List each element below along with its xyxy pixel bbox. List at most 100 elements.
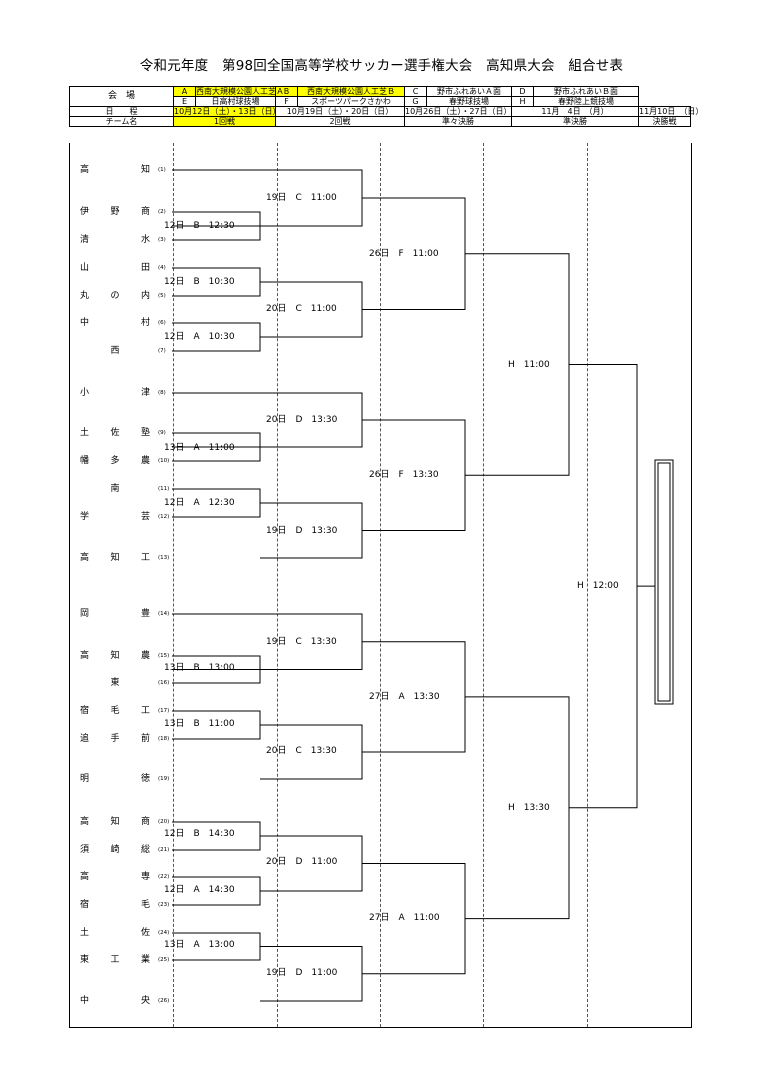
team-name-char: 宿 bbox=[80, 706, 90, 716]
team-number: (25) bbox=[158, 957, 170, 963]
divider-qf bbox=[380, 143, 381, 1027]
team-name-char: 毛 bbox=[140, 900, 150, 910]
match-label-sf: H 13:30 bbox=[508, 803, 550, 813]
sf-bracket bbox=[465, 253, 570, 476]
final-bracket bbox=[569, 364, 638, 809]
team-name-char: 村 bbox=[140, 318, 150, 328]
r2-bracket bbox=[260, 835, 363, 892]
team-name-char: 南 bbox=[110, 484, 120, 494]
team-name: 中央 bbox=[80, 995, 150, 1007]
team-name-char: 専 bbox=[140, 872, 150, 882]
team-name: 土佐塾 bbox=[80, 427, 150, 439]
team-name-char: 徳 bbox=[140, 774, 150, 784]
team-name: 宿毛工 bbox=[80, 705, 150, 717]
team-number: (14) bbox=[158, 611, 170, 617]
page-title: 令和元年度 第98回全国高等学校サッカー選手権大会 高知県大会 組合せ表 bbox=[139, 58, 624, 74]
r2-bracket bbox=[172, 169, 363, 227]
match-label-r2: 20日 C 13:30 bbox=[266, 746, 337, 756]
team-name-char: 小 bbox=[80, 388, 90, 398]
team-name: 丸の内 bbox=[80, 290, 150, 302]
team-name-char: 土 bbox=[80, 428, 90, 438]
team-name: 清水 bbox=[80, 234, 150, 246]
team-number: (5) bbox=[158, 293, 166, 299]
team-name-char: 東 bbox=[80, 955, 90, 965]
team-name: 宿毛 bbox=[80, 899, 150, 911]
r1-bracket bbox=[172, 710, 261, 740]
r1-bracket bbox=[172, 267, 261, 297]
match-label-r1: 13日 A 11:00 bbox=[164, 443, 235, 453]
team-number: (23) bbox=[158, 902, 170, 908]
team-name-char: 豊 bbox=[140, 609, 150, 619]
team-name-char: 工 bbox=[140, 706, 150, 716]
match-label-qf: 26日 F 11:00 bbox=[369, 249, 439, 259]
match-label-r1: 13日 B 11:00 bbox=[164, 719, 235, 729]
team-name: 伊野商 bbox=[80, 206, 150, 218]
team-name-char: 高 bbox=[80, 651, 90, 661]
team-name-char: 知 bbox=[110, 553, 120, 563]
team-name-char: 高 bbox=[80, 817, 90, 827]
team-name-char: 佐 bbox=[110, 428, 120, 438]
team-number: (26) bbox=[158, 998, 170, 1004]
match-label-r1: 13日 B 13:00 bbox=[164, 663, 235, 673]
team-name-char: 中 bbox=[80, 996, 90, 1006]
header-table: 会 場 A 西南大規模公園人工芝Ａ B 西南大規模公園人工芝Ｂ C 野市ふれあい… bbox=[69, 86, 703, 127]
sf-bracket bbox=[465, 696, 570, 920]
team-number: (6) bbox=[158, 320, 166, 326]
team-name: 東 bbox=[80, 677, 150, 689]
r2-bracket bbox=[260, 502, 363, 559]
team-number: (11) bbox=[158, 486, 170, 492]
divider-r1 bbox=[173, 143, 174, 1027]
team-name-char: 東 bbox=[110, 678, 120, 688]
r1-bracket bbox=[172, 932, 261, 961]
match-label-final: H 12:00 bbox=[577, 581, 619, 591]
team-number: (10) bbox=[158, 458, 170, 464]
team-number: (20) bbox=[158, 819, 170, 825]
match-label-qf: 27日 A 13:30 bbox=[369, 692, 440, 702]
team-name-char: 佐 bbox=[140, 928, 150, 938]
match-label-r1: 13日 A 13:00 bbox=[164, 940, 235, 950]
match-label-r2: 19日 D 11:00 bbox=[266, 968, 338, 978]
team-name: 高知農 bbox=[80, 650, 150, 662]
team-name-char: 山 bbox=[80, 263, 90, 273]
team-name-char: 中 bbox=[80, 318, 90, 328]
team-name-char: 塾 bbox=[140, 428, 150, 438]
team-number: (19) bbox=[158, 776, 170, 782]
team-name-char: 前 bbox=[140, 734, 150, 744]
qf-bracket bbox=[362, 197, 466, 310]
team-name-char: 伊 bbox=[80, 207, 90, 217]
team-name-char: 津 bbox=[140, 388, 150, 398]
team-name-char: 幡 bbox=[80, 456, 90, 466]
match-label-r1: 12日 B 14:30 bbox=[164, 829, 235, 839]
team-number: (22) bbox=[158, 874, 170, 880]
divider-sf bbox=[483, 143, 484, 1027]
team-number: (1) bbox=[158, 167, 166, 173]
divider-r2 bbox=[277, 143, 278, 1027]
match-label-r2: 20日 D 13:30 bbox=[266, 415, 338, 425]
team-number: (16) bbox=[158, 680, 170, 686]
r1-bracket bbox=[172, 876, 261, 906]
team-number: (9) bbox=[158, 430, 166, 436]
team-name-char: 知 bbox=[110, 651, 120, 661]
qf-bracket bbox=[362, 419, 466, 531]
team-name-char: 知 bbox=[110, 817, 120, 827]
team-number: (24) bbox=[158, 930, 170, 936]
team-name-char: 田 bbox=[140, 263, 150, 273]
team-name: 山田 bbox=[80, 262, 150, 274]
team-name: 高知 bbox=[80, 164, 150, 176]
team-name-char: 工 bbox=[140, 553, 150, 563]
team-name: 幡多農 bbox=[80, 455, 150, 467]
divider-final bbox=[587, 143, 588, 1027]
team-name-char: 農 bbox=[140, 456, 150, 466]
team-name-char: 工 bbox=[110, 955, 120, 965]
match-label-r1: 12日 A 14:30 bbox=[164, 885, 235, 895]
team-name: 南 bbox=[80, 483, 150, 495]
match-label-r2: 19日 C 13:30 bbox=[266, 637, 337, 647]
team-number: (4) bbox=[158, 265, 166, 271]
match-label-r1: 12日 B 10:30 bbox=[164, 277, 235, 287]
r1-bracket bbox=[172, 821, 261, 851]
team-number: (12) bbox=[158, 514, 170, 520]
team-name-char: 内 bbox=[140, 291, 150, 301]
team-name-char: 総 bbox=[140, 845, 150, 855]
team-name-char: 西 bbox=[110, 346, 120, 356]
r1-bracket bbox=[172, 488, 261, 518]
